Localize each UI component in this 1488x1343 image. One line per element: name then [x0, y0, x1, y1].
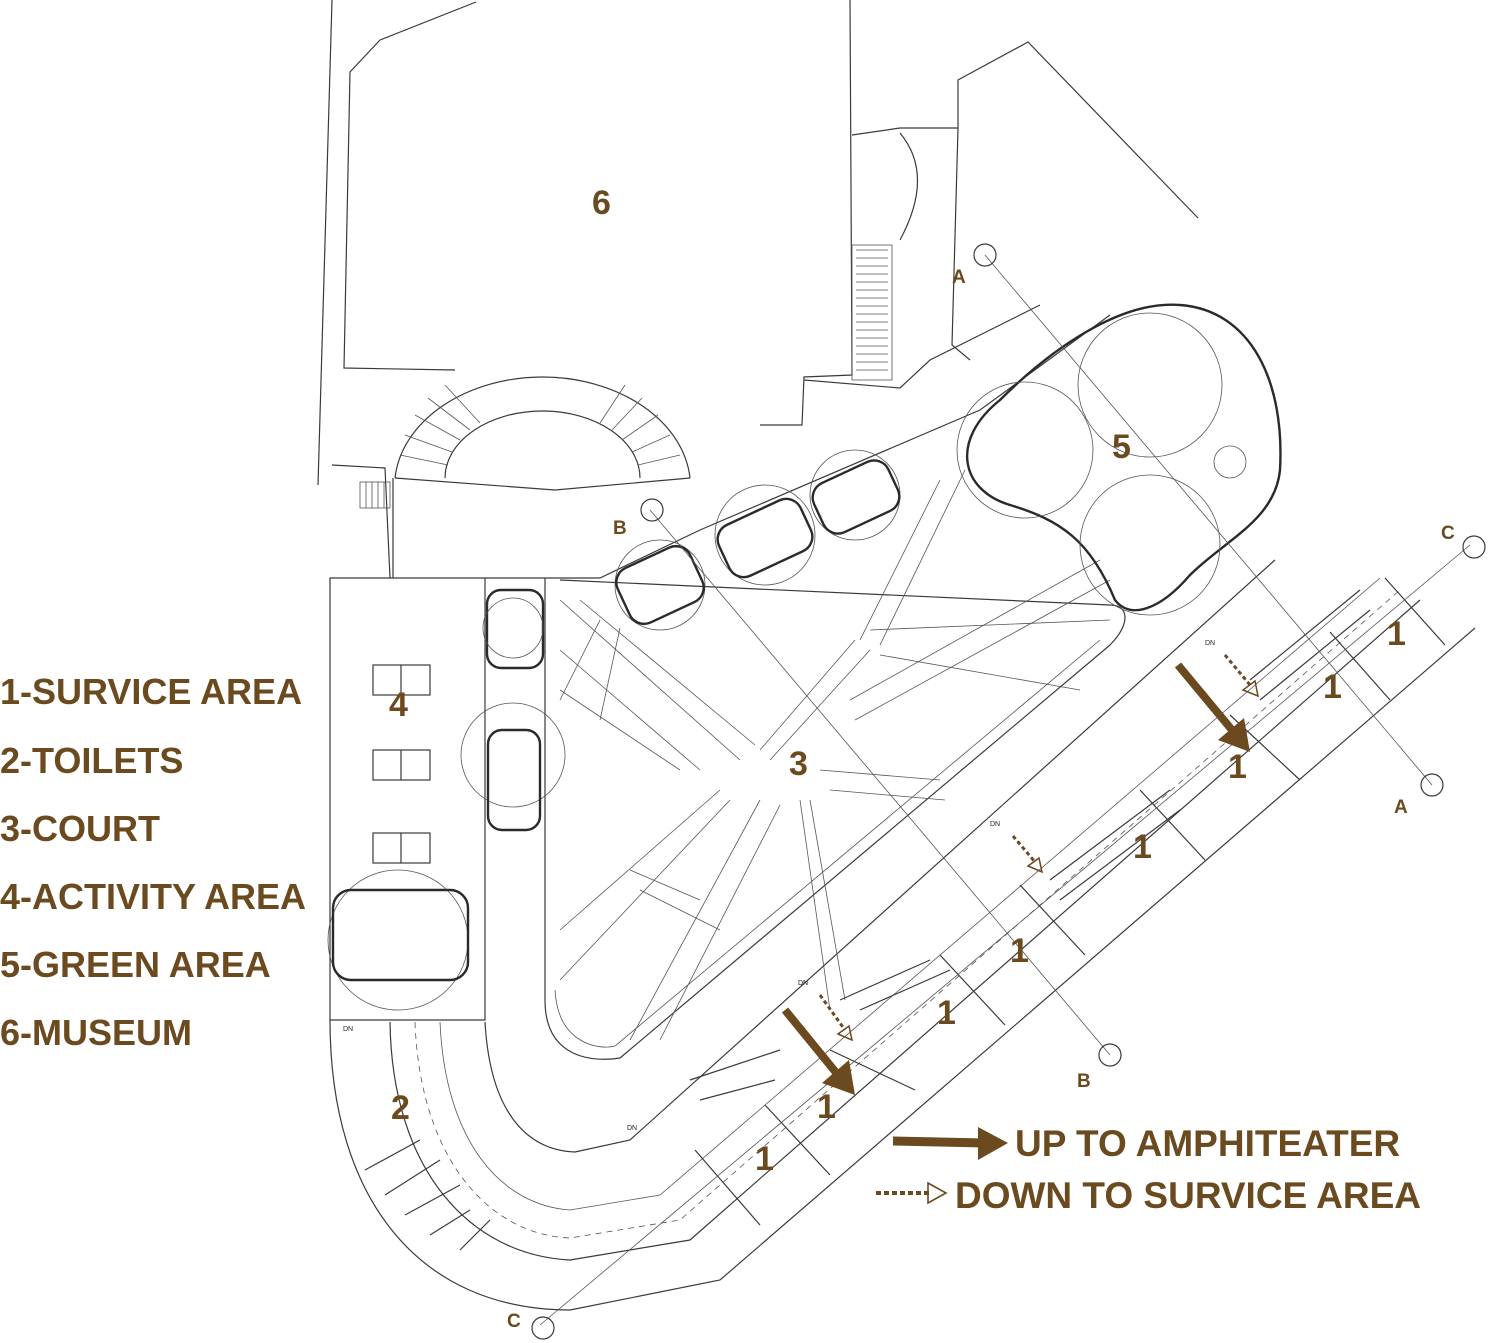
legend-item-green-area: 5-GREEN AREA — [0, 944, 271, 985]
zone-label-service: 1 — [1010, 932, 1029, 970]
section-marker-c-bottom: C — [507, 1311, 521, 1332]
entrance-stair — [394, 376, 691, 491]
zone-label-court: 3 — [789, 745, 808, 783]
toilet-stalls — [364, 1139, 491, 1251]
legend-item-toilets: 2-TOILETS — [0, 740, 184, 781]
zone-label-green: 5 — [1112, 428, 1131, 466]
key-up-label: UP TO AMPHITEATER — [1015, 1123, 1401, 1164]
dn-marker: DN — [798, 980, 808, 987]
section-lines — [539, 254, 1471, 1326]
down-arrow — [1011, 835, 1044, 874]
section-marker-a-bottom: A — [1394, 797, 1408, 818]
activity-tables — [372, 664, 431, 864]
down-arrow — [1223, 654, 1260, 698]
zone-label-service: 1 — [1323, 668, 1342, 706]
up-arrow — [781, 1007, 855, 1095]
dn-marker: DN — [990, 821, 1000, 828]
zone-label-museum: 6 — [592, 184, 611, 222]
museum-building — [317, 0, 1199, 579]
down-arrow — [818, 994, 854, 1042]
section-marker-a-top: A — [952, 267, 966, 288]
stair-markers: DN DN DN DN DN — [343, 640, 1215, 1132]
court-pattern — [559, 469, 1111, 1041]
section-markers: A A B B C C — [507, 243, 1486, 1340]
zone-label-service: 1 — [1133, 828, 1152, 866]
zone-label-service: 1 — [1228, 748, 1247, 786]
zone-label-service: 1 — [937, 994, 956, 1032]
dn-marker: DN — [343, 1026, 353, 1033]
zone-label-toilets: 2 — [391, 1089, 410, 1127]
zone-label-activity: 4 — [389, 686, 408, 724]
zone-label-service: 1 — [817, 1088, 836, 1126]
legend-item-service-area: 1-SURVICE AREA — [0, 671, 303, 712]
section-marker-c-top: C — [1441, 523, 1455, 544]
key-up-arrow-icon — [892, 1127, 1008, 1160]
dn-marker: DN — [627, 1125, 637, 1132]
section-marker-b-top: B — [613, 518, 627, 539]
key-down-label: DOWN TO SURVICE AREA — [955, 1175, 1421, 1216]
section-marker-b-bottom: B — [1077, 1071, 1091, 1092]
zone-label-service: 1 — [1387, 615, 1406, 653]
site-boundary — [329, 314, 1476, 1311]
circulation-arrows — [781, 654, 1260, 1205]
tree-planters — [327, 449, 901, 1011]
legend-item-museum: 6-MUSEUM — [0, 1012, 193, 1053]
key-down-arrow-icon — [876, 1181, 948, 1205]
legend-item-activity-area: 4-ACTIVITY AREA — [0, 876, 307, 917]
dn-marker: DN — [1205, 640, 1215, 647]
green-area — [956, 303, 1282, 616]
zone-labels: 6 5 4 3 2 1 1 1 1 1 1 1 1 — [389, 184, 1406, 1178]
zone-label-service: 1 — [755, 1140, 774, 1178]
up-arrow — [1174, 662, 1250, 752]
legend-item-court: 3-COURT — [0, 808, 160, 849]
